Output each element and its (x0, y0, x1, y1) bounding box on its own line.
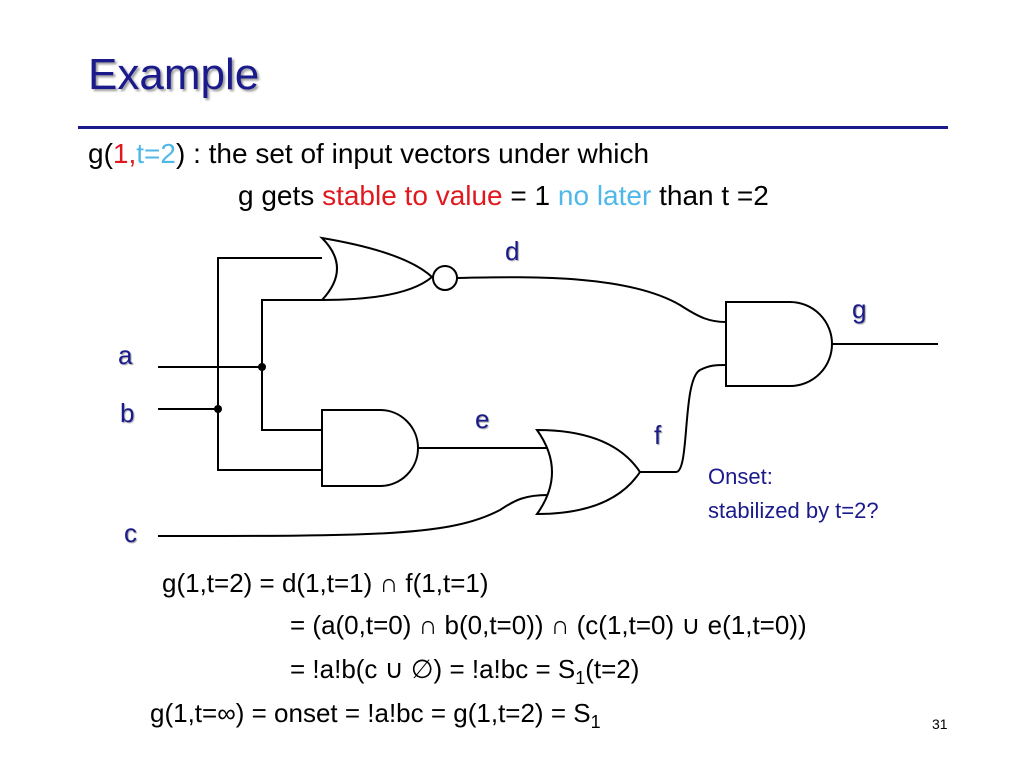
label-f: f (654, 420, 662, 450)
def-stable: stable to value (322, 180, 503, 211)
equation-4-main: g(1,t=∞) = onset = !a!bc = g(1,t=2) = S (150, 698, 591, 728)
junction-a (258, 363, 266, 371)
equation-2: = (a(0,t=0) ∩ b(0,t=0)) ∩ (c(1,t=0) ∪ e(… (290, 610, 807, 640)
equation-1: g(1,t=2) = d(1,t=1) ∩ f(1,t=1) (162, 568, 489, 598)
wire-f (640, 364, 727, 473)
title-rule (78, 126, 948, 129)
wire-d (456, 276, 727, 323)
wire-b (158, 257, 322, 471)
page-number: 31 (932, 716, 948, 732)
equation-3-sub: 1 (575, 668, 586, 689)
wire-c (157, 494, 549, 537)
and-gate-e (321, 409, 419, 487)
equation-3: = !a!b(c ∪ ∅) = !a!bc = S1(t=2) (290, 654, 639, 689)
label-b: b (120, 398, 135, 428)
equation-3-main: = !a!b(c ∪ ∅) = !a!bc = S (290, 654, 576, 684)
def-g-gets: g gets (238, 180, 323, 211)
label-c: c (124, 518, 137, 548)
label-e: e (475, 404, 490, 434)
onset-line-2: stabilized by t=2? (708, 498, 879, 523)
or-gate-f (535, 428, 642, 516)
def-no-later: no later (557, 180, 652, 211)
equation-4: g(1,t=∞) = onset = !a!bc = g(1,t=2) = S1 (150, 698, 601, 733)
nor-gate (319, 236, 434, 302)
onset-note: Onset: stabilized by t=2? (708, 460, 879, 528)
junction-b (214, 405, 222, 413)
equation-4-sub: 1 (590, 712, 601, 733)
onset-line-1: Onset: (708, 464, 773, 489)
equation-3-tail: (t=2) (585, 654, 640, 684)
def-value-one: 1 (112, 138, 129, 169)
label-d: d (505, 236, 520, 266)
def-time: t=2 (136, 138, 176, 169)
def-equals-one: = 1 (502, 180, 558, 211)
nor-bubble (432, 265, 458, 291)
and-gate-g (725, 301, 833, 387)
definition-line-2: g gets stable to value = 1 no later than… (238, 180, 769, 212)
def-g-open: g( (88, 138, 113, 169)
slide-title: Example (88, 50, 260, 99)
label-a: a (118, 340, 133, 370)
def-than: than t =2 (651, 180, 769, 211)
wire-a (158, 299, 322, 431)
def-rest: ) : the set of input vectors under which (175, 138, 650, 169)
label-g: g (852, 294, 867, 324)
def-comma: , (128, 138, 137, 169)
definition-line-1: g(1,t=2) : the set of input vectors unde… (88, 138, 649, 170)
